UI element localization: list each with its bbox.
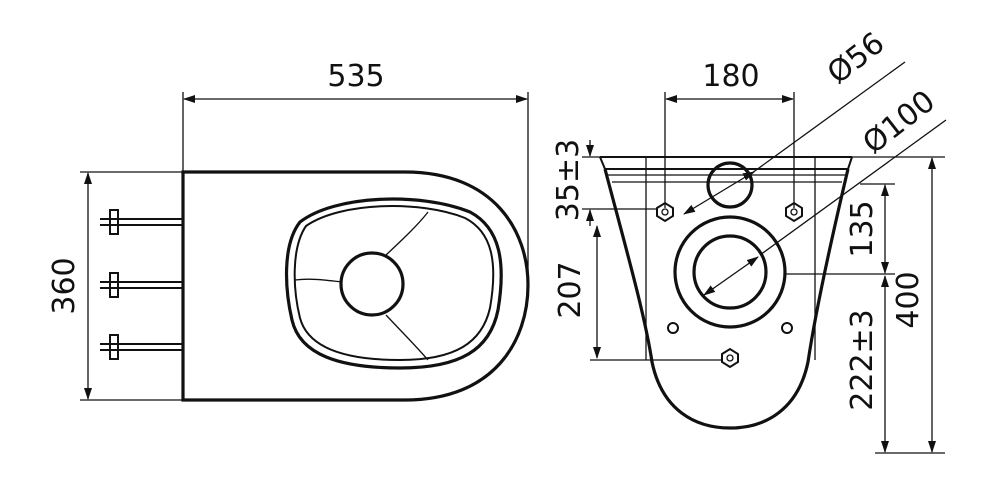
outlet-inner bbox=[692, 234, 768, 310]
inlet-circle bbox=[706, 161, 754, 209]
dim-length-label: 535 bbox=[327, 59, 384, 94]
dim-inlet-label: Ø56 bbox=[821, 26, 891, 92]
outlet-outer bbox=[673, 215, 787, 329]
leader-outlet bbox=[759, 119, 947, 256]
rim-outer bbox=[284, 197, 503, 370]
dim-222-label: 222±3 bbox=[845, 309, 880, 410]
bowl-contour bbox=[294, 278, 343, 283]
nut-icon bbox=[721, 347, 739, 369]
mount-hole bbox=[781, 322, 793, 334]
dim-207-label: 207 bbox=[553, 261, 588, 318]
bolt-top bbox=[100, 209, 183, 235]
bowl-outline bbox=[181, 170, 530, 402]
bolt-bottom bbox=[100, 334, 183, 360]
dim-spacing-label: 180 bbox=[702, 59, 759, 94]
bowl-contour bbox=[385, 314, 429, 361]
dim-offset-label: 35±3 bbox=[551, 139, 586, 221]
rim-inner bbox=[293, 205, 495, 362]
front-body-outline bbox=[603, 168, 850, 430]
dim-135-label: 135 bbox=[845, 200, 880, 257]
drain-hole bbox=[339, 251, 405, 317]
top-view: 535 360 bbox=[47, 59, 530, 402]
front-view: 180 Ø56 Ø100 35±3 207 135 222±3 400 bbox=[551, 26, 947, 454]
bowl-contour bbox=[385, 211, 429, 256]
dim-width-label: 360 bbox=[47, 257, 82, 314]
dim-400-label: 400 bbox=[891, 271, 926, 328]
leader-inlet bbox=[751, 61, 906, 174]
bolt-middle bbox=[100, 272, 183, 298]
dim-outlet-label: Ø100 bbox=[857, 84, 942, 161]
mount-hole bbox=[667, 322, 679, 334]
